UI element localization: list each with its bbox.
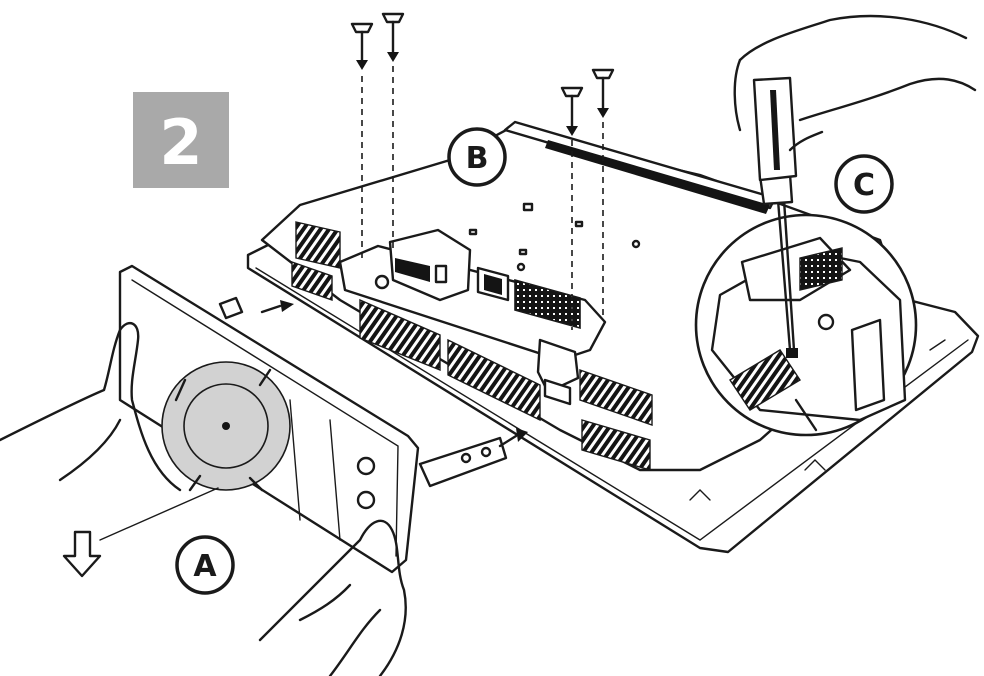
pull-down-arrow-icon [62,487,219,578]
step-number: 2 [159,106,202,179]
step-badge: 2 [133,92,229,188]
screw-icon [591,68,615,118]
screw-icon [350,22,374,70]
callout-b: B [447,127,507,187]
callout-a: A [175,535,235,595]
callout-c: C [834,154,894,214]
detail-zoom [694,14,977,437]
stand-base [118,264,420,574]
hands-holding-stand [0,321,407,676]
callout-c-label: C [853,168,875,203]
callout-b-label: B [466,141,489,176]
screw-icon [560,86,584,136]
screw-icon [381,12,405,62]
screws-b [350,12,615,330]
callout-a-label: A [193,549,217,584]
stand-bracket [218,296,528,488]
